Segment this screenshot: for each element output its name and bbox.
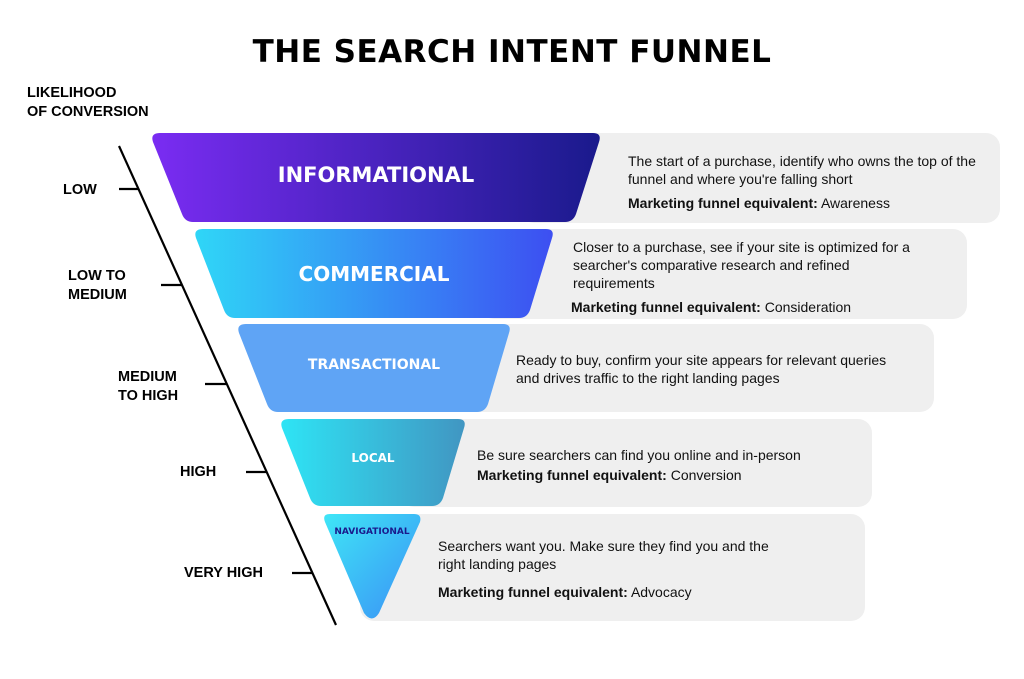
description-informational: The start of a purchase, identify who ow… — [628, 152, 993, 212]
level-label-high: HIGH — [180, 464, 217, 480]
level-label-medium-to-high: MEDIUM TO HIGH — [118, 369, 179, 404]
marketing-funnel-equivalent: Marketing funnel equivalent: Considerati… — [571, 299, 852, 315]
description-text: Closer to a purchase, see if your site i… — [573, 239, 910, 291]
level-label-low: LOW — [63, 182, 97, 198]
description-local: Be sure searchers can find you online an… — [477, 446, 862, 484]
funnel-stage-transactional-label: TRANSACTIONAL — [307, 357, 441, 373]
level-label-very-high: VERY HIGH — [184, 565, 263, 581]
description-text: Be sure searchers can find you online an… — [477, 447, 801, 463]
funnel-stage-local-label: LOCAL — [351, 451, 395, 465]
axis-title-line: LIKELIHOOD — [27, 85, 117, 101]
funnel-stage-transactional-shape — [238, 324, 510, 412]
description-transactional: Ready to buy, confirm your site appears … — [516, 351, 896, 387]
description-box-transactional — [440, 324, 934, 412]
description-navigational: Searchers want you. Make sure they find … — [438, 537, 798, 601]
axis-title: LIKELIHOOD OF CONVERSION — [27, 84, 149, 122]
description-box-navigational — [360, 514, 865, 621]
funnel-stage-informational-label: INFORMATIONAL — [277, 163, 475, 187]
marketing-funnel-equivalent: Marketing funnel equivalent: Conversion — [477, 467, 742, 483]
description-text: Ready to buy, confirm your site appears … — [516, 352, 887, 386]
description-text: The start of a purchase, identify who ow… — [628, 153, 976, 187]
marketing-funnel-equivalent: Marketing funnel equivalent: Advocacy — [438, 584, 692, 600]
page-title: THE SEARCH INTENT FUNNEL — [252, 34, 772, 70]
marketing-funnel-equivalent: Marketing funnel equivalent: Awareness — [628, 195, 890, 211]
description-box-local — [400, 419, 872, 507]
description-text: Searchers want you. Make sure they find … — [438, 538, 769, 572]
axis-line — [117, 145, 338, 626]
funnel-stage-local-shape — [281, 419, 465, 506]
funnel-stage-commercial-shape — [195, 229, 553, 318]
funnel-stage-navigational-label: NAVIGATIONAL — [334, 527, 410, 537]
funnel-stage-informational-shape — [152, 133, 600, 222]
description-box-informational — [520, 133, 1000, 223]
level-label-low-to-medium: LOW TO MEDIUM — [68, 268, 127, 303]
axis-title-line: OF CONVERSION — [27, 104, 149, 120]
description-commercial: Closer to a purchase, see if your site i… — [571, 238, 928, 316]
funnel-stage-navigational-shape — [324, 514, 421, 619]
funnel-stage-commercial-label: COMMERCIAL — [298, 262, 450, 286]
description-box-commercial — [480, 229, 967, 319]
